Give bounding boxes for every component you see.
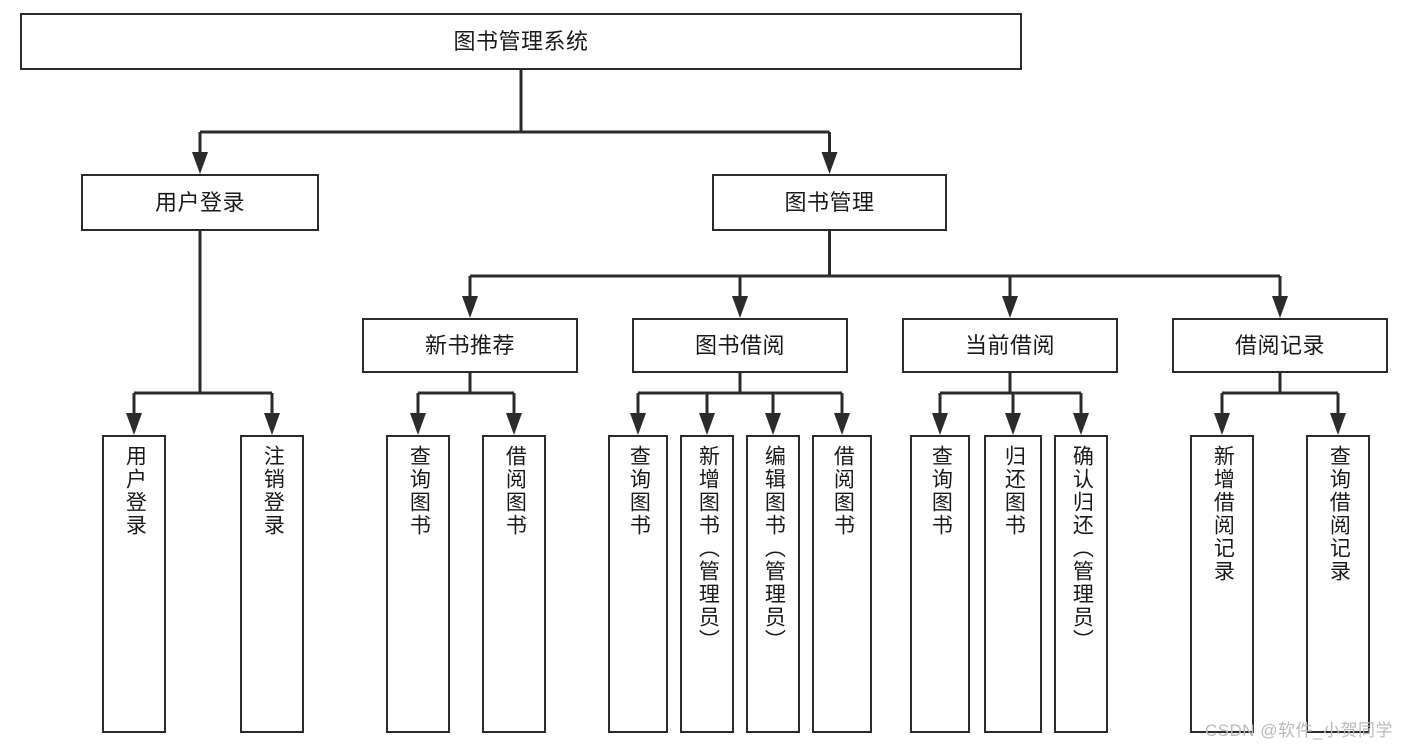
node-label: 编辑图书（管理员） xyxy=(762,445,786,652)
node-label: 查询图书 xyxy=(929,445,953,537)
node-leaf-bor-2: 新增图书（管理员） xyxy=(680,435,734,733)
node-label: 当前借阅 xyxy=(964,332,1055,358)
node-label: 确认归还（管理员） xyxy=(1070,445,1094,652)
node-label: 图书管理系统 xyxy=(453,28,589,54)
node-leaf-cur-3: 确认归还（管理员） xyxy=(1054,435,1108,733)
node-leaf-bor-3: 编辑图书（管理员） xyxy=(746,435,800,733)
node-label: 注销登录 xyxy=(261,445,285,537)
watermark: CSDN @软件_小贺同学 xyxy=(1204,721,1393,740)
node-label: 借阅图书 xyxy=(831,445,855,537)
node-leaf-new-1: 查询图书 xyxy=(386,435,450,733)
node-newbook: 新书推荐 xyxy=(362,318,578,373)
node-label: 新增图书（管理员） xyxy=(696,445,720,652)
node-leaf-new-2: 借阅图书 xyxy=(482,435,546,733)
node-login: 用户登录 xyxy=(81,174,319,231)
node-leaf-rec-2: 查询借阅记录 xyxy=(1306,435,1370,733)
node-label: 借阅记录 xyxy=(1234,332,1325,358)
node-label: 用户登录 xyxy=(123,445,147,537)
node-current: 当前借阅 xyxy=(902,318,1118,373)
node-label: 归还图书 xyxy=(1002,445,1026,537)
node-leaf-login-1: 用户登录 xyxy=(102,435,166,733)
node-root: 图书管理系统 xyxy=(20,13,1022,70)
node-label: 查询借阅记录 xyxy=(1327,445,1351,583)
node-leaf-cur-1: 查询图书 xyxy=(910,435,970,733)
node-label: 查询图书 xyxy=(627,445,651,537)
node-label: 新增借阅记录 xyxy=(1211,445,1235,583)
node-leaf-bor-4: 借阅图书 xyxy=(812,435,872,733)
node-records: 借阅记录 xyxy=(1172,318,1388,373)
node-label: 图书管理 xyxy=(784,189,875,215)
node-leaf-login-2: 注销登录 xyxy=(240,435,304,733)
node-leaf-cur-2: 归还图书 xyxy=(984,435,1042,733)
node-borrow: 图书借阅 xyxy=(632,318,848,373)
node-leaf-rec-1: 新增借阅记录 xyxy=(1190,435,1254,733)
node-label: 借阅图书 xyxy=(503,445,527,537)
node-leaf-bor-1: 查询图书 xyxy=(608,435,668,733)
node-label: 图书借阅 xyxy=(694,332,785,358)
node-bookmgmt: 图书管理 xyxy=(712,174,947,231)
node-label: 查询图书 xyxy=(407,445,431,537)
node-label: 用户登录 xyxy=(154,189,245,215)
node-label: 新书推荐 xyxy=(424,332,515,358)
